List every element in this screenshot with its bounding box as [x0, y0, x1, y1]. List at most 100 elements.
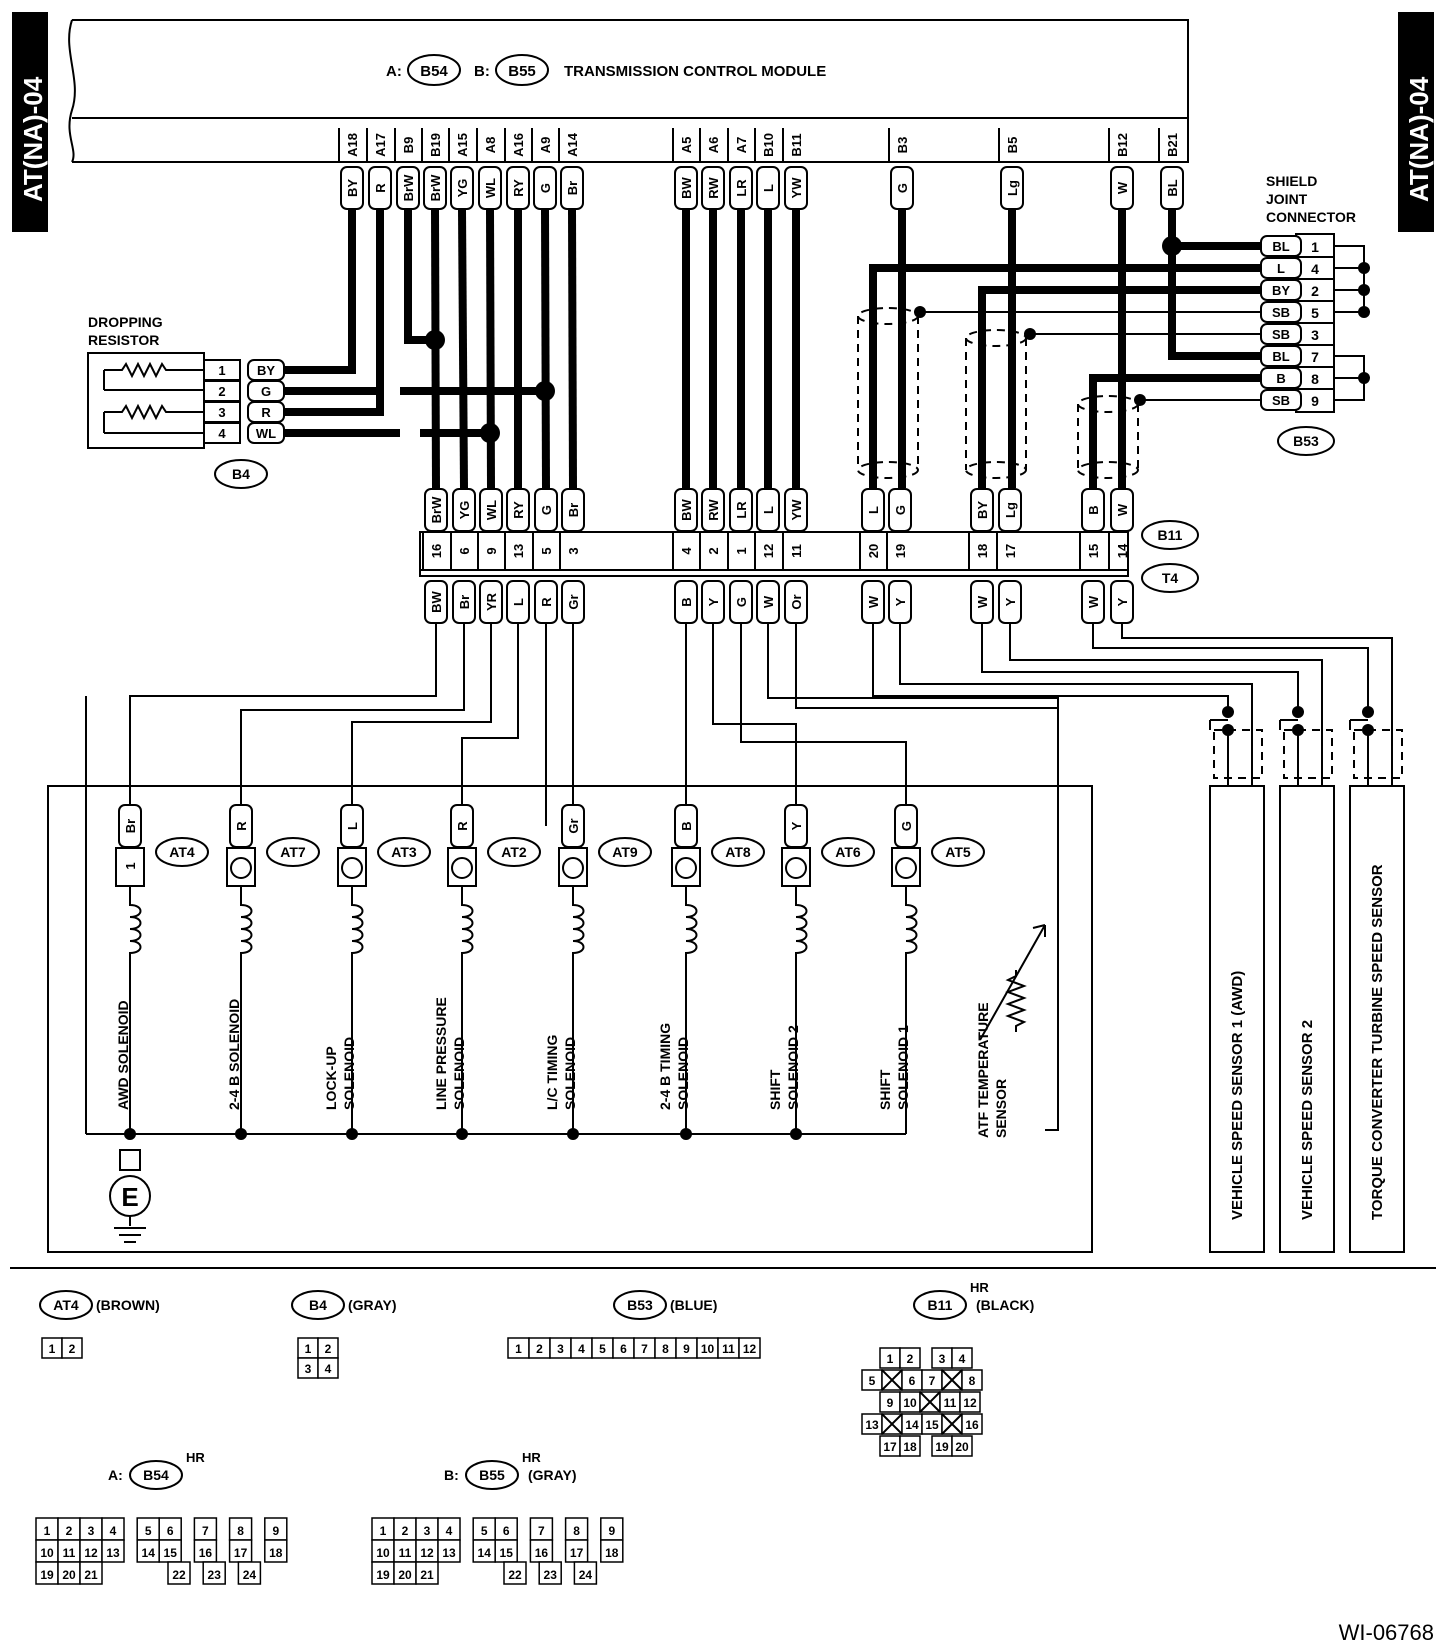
tcm-pin-A9: A9 — [538, 137, 553, 154]
legend-b11-hr: HR — [970, 1280, 989, 1295]
solenoid-conn-AT6: AT6 — [835, 844, 861, 860]
legend-b55-pin-r0-7: 7 — [538, 1524, 545, 1538]
sj-pin-6: 8 — [1311, 371, 1319, 387]
legend-b54-pin-r1-18: 18 — [269, 1546, 283, 1560]
solenoid-label-AT4-0: AWD SOLENOID — [115, 1000, 131, 1110]
tcm-pin-B19: B19 — [428, 133, 443, 157]
legend-b55-pin-r0-2: 2 — [402, 1524, 409, 1538]
legend-b55-pin-r1-10: 10 — [376, 1546, 390, 1560]
joint-pin-12: 12 — [761, 544, 776, 558]
tcm-pin-B11: B11 — [789, 133, 804, 156]
legend-b53-conn: B53 — [627, 1297, 653, 1313]
joint-pin-16: 16 — [429, 544, 444, 558]
legend-b11-conn: B11 — [928, 1297, 953, 1313]
sj-pin-3: 5 — [1311, 305, 1319, 321]
speed-sensors: VEHICLE SPEED SENSOR 1 (AWD)VEHICLE SPEE… — [1209, 706, 1405, 1253]
legend-b11-pin-r1-7: 7 — [929, 1374, 936, 1388]
legend-b54-conn: B54 — [143, 1467, 169, 1483]
legend-b53-pin-10: 10 — [701, 1342, 715, 1356]
joint-upper-wire-8: LR — [734, 501, 749, 519]
solenoid-label-AT3-0: LOCK-UP — [323, 1046, 339, 1110]
joint-lower-wire-6: B — [679, 597, 694, 606]
dropping-resistor-label-1: DROPPING — [88, 314, 163, 330]
joint-lower-wire-8: G — [734, 597, 749, 607]
legend-b11-pin-r2-12: 12 — [963, 1396, 977, 1410]
legend-b54-pin-r2-22: 22 — [172, 1568, 186, 1582]
legend-b11-pin-r0-1: 1 — [887, 1352, 894, 1366]
sj-pin-7: 9 — [1311, 393, 1319, 409]
tcm-wire-A15: YG — [455, 179, 470, 198]
legend-b11-pin-r0-3: 3 — [939, 1352, 946, 1366]
tcm-prefix-a: A: — [386, 63, 402, 80]
figure-id: WI-06768 — [1339, 1620, 1434, 1645]
tcm-wire-B12: W — [1115, 181, 1130, 194]
solenoid-wire-AT4: Br — [123, 819, 138, 833]
joint-upper-wire-3: RY — [511, 501, 526, 519]
legend-b53-pin-4: 4 — [578, 1342, 585, 1356]
tcm-pin-A18: A18 — [345, 133, 360, 157]
legend-b54-hr: HR — [186, 1450, 205, 1465]
legend-b55-pin-r1-13: 13 — [442, 1546, 456, 1560]
legend-b11-pin-r0-2: 2 — [907, 1352, 914, 1366]
legend-b54-pin-r0-2: 2 — [66, 1524, 73, 1538]
shield-joint-label-3: CONNECTOR — [1266, 209, 1356, 225]
legend-b53-pin-1: 1 — [515, 1342, 522, 1356]
tcm-wire-B3: G — [895, 183, 910, 193]
solenoid-conn-AT5: AT5 — [945, 844, 971, 860]
tcm-wire-B5: Lg — [1005, 180, 1020, 196]
legend-b54-pin-r1-11: 11 — [63, 1546, 76, 1560]
legend-b11-pin-r4-20: 20 — [955, 1440, 969, 1454]
joint-connector-b11-t4: BrW16BWYG6BrWL9YRRY13LG5RBr3GrBW4BRW2YLR… — [419, 488, 1199, 624]
joint-upper-wire-0: BrW — [429, 496, 444, 523]
side-tab-right-label: AT(NA)-04 — [1404, 76, 1434, 202]
joint-conn-upper: B11 — [1158, 527, 1183, 543]
solenoid-label-AT9-0: L/C TIMING — [544, 1034, 560, 1110]
joint-pin-14: 14 — [1115, 543, 1130, 558]
joint-lower-wire-16: Y — [1115, 597, 1130, 606]
joint-lower-wire-15: W — [1086, 595, 1101, 608]
tcm-pin-B9: B9 — [401, 137, 416, 154]
joint-lower-wire-7: Y — [706, 597, 721, 606]
solenoid-pin-AT4: 1 — [123, 862, 138, 869]
legend-b53-pin-3: 3 — [557, 1342, 564, 1356]
speed-sensor-label-2: VEHICLE SPEED SENSOR 2 — [1299, 1020, 1316, 1220]
speed-sensor-2: VEHICLE SPEED SENSOR 2 — [1279, 706, 1335, 1253]
dr-wire-3: R — [261, 405, 271, 420]
solenoid-conn-AT7: AT7 — [280, 844, 306, 860]
legend-b55-pin-r2-20: 20 — [398, 1568, 412, 1582]
joint-pin-20: 20 — [866, 544, 881, 558]
tcm-pin-B10: B10 — [761, 133, 776, 157]
legend-b54-pin-r2-20: 20 — [62, 1568, 76, 1582]
legend-b54-pin-r1-10: 10 — [40, 1546, 54, 1560]
legend-b53-pin-6: 6 — [620, 1342, 627, 1356]
speed-sensor-label-3: TORQUE CONVERTER TURBINE SPEED SENSOR — [1369, 864, 1386, 1220]
tcm-conn-a: B54 — [420, 63, 448, 80]
legend-b11-pin-r2-10: 10 — [903, 1396, 917, 1410]
tcm-title: TRANSMISSION CONTROL MODULE — [564, 63, 826, 80]
legend-at4-color: (BROWN) — [96, 1297, 160, 1313]
transmission-control-module: A: B54 B: B55 TRANSMISSION CONTROL MODUL… — [68, 19, 1189, 210]
solenoid-wire-AT7: R — [234, 821, 249, 831]
solenoid-label-AT8-1: SOLENOID — [675, 1037, 691, 1110]
joint-pin-19: 19 — [893, 544, 908, 558]
sj-wire-1: L — [1277, 261, 1285, 276]
legend-b11-pin-r3-13: 13 — [865, 1418, 879, 1432]
legend-b54-pin-r2-24: 24 — [243, 1568, 257, 1582]
legend-b54-pin-r1-17: 17 — [234, 1546, 248, 1560]
tcm-wire-A16: RY — [511, 179, 526, 197]
dropping-resistor-conn: B4 — [232, 466, 250, 482]
legend-b54-pin-r0-5: 5 — [145, 1524, 152, 1538]
tcm-pin-B21: B21 — [1165, 133, 1180, 157]
solenoid-conn-AT4: AT4 — [169, 844, 195, 860]
legend-b11-pin-r3-14: 14 — [905, 1418, 919, 1432]
joint-upper-wire-5: Br — [566, 503, 581, 517]
joint-pin-13: 13 — [511, 544, 526, 558]
solenoid-label-AT5-0: SHIFT — [877, 1069, 893, 1110]
sj-wire-3: SB — [1272, 305, 1290, 320]
joint-upper-wire-11: L — [866, 506, 881, 514]
legend-b54-pin-r0-3: 3 — [88, 1524, 95, 1538]
tcm-wire-B10: L — [761, 184, 776, 192]
